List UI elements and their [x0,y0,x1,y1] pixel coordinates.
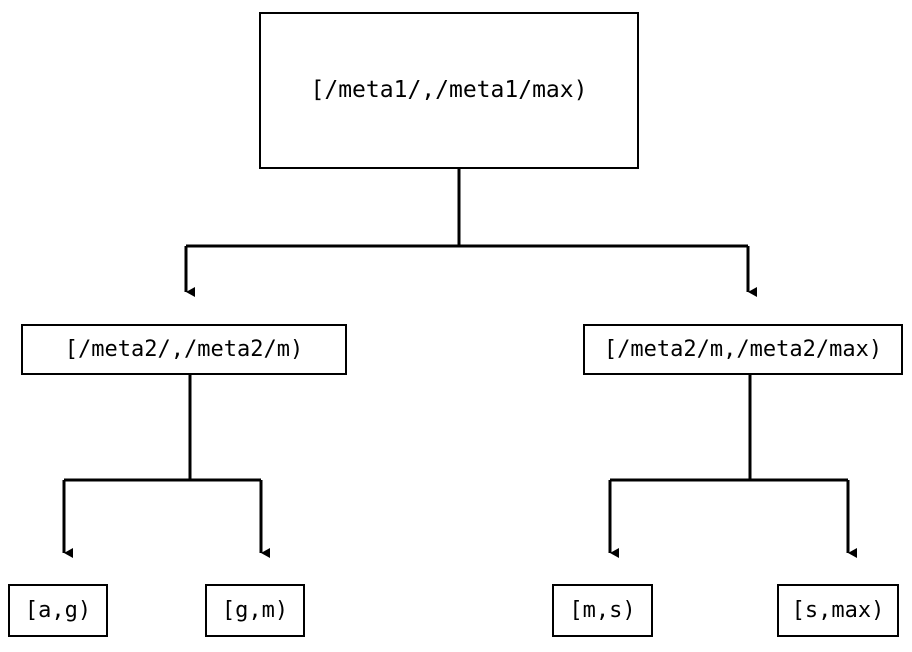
tree-node-leaf-1-label: [a,g) [24,597,92,623]
tree-node-leaf-2-label: [g,m) [221,597,289,623]
tree-node-leaf-2[interactable]: [g,m) [205,584,305,637]
tree-node-left-mid-label: [/meta2/,/meta2/m) [64,336,304,362]
tree-node-leaf-4[interactable]: [s,max) [777,584,899,637]
tree-node-left-mid[interactable]: [/meta2/,/meta2/m) [21,324,347,375]
tree-node-leaf-1[interactable]: [a,g) [8,584,108,637]
tree-node-right-mid-label: [/meta2/m,/meta2/max) [603,336,883,362]
tree-node-root-label: [/meta1/,/meta1/max) [310,77,588,103]
tree-node-leaf-3-label: [m,s) [569,597,636,623]
tree-node-leaf-4-label: [s,max) [791,597,885,623]
tree-node-root[interactable]: [/meta1/,/meta1/max) [259,12,639,169]
tree-node-right-mid[interactable]: [/meta2/m,/meta2/max) [583,324,903,375]
tree-node-leaf-3[interactable]: [m,s) [552,584,653,637]
